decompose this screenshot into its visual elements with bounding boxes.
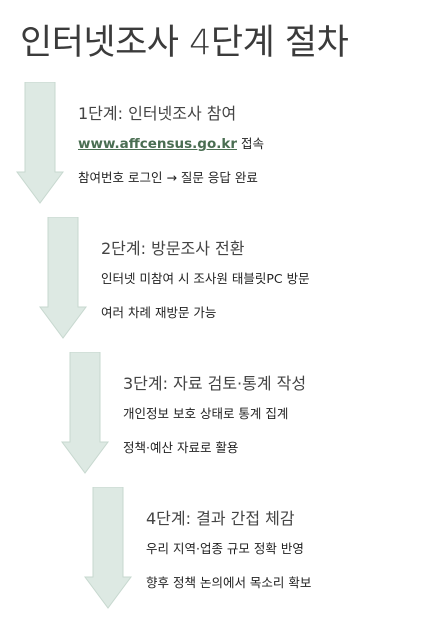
down-arrow-icon (16, 82, 64, 204)
step-1-line-1: www.affcensus.go.kr 접속 (78, 133, 264, 152)
step-4-heading: 4단계: 결과 간접 체감 (146, 509, 295, 528)
page-title: 인터넷조사 4단계 절차 (20, 23, 349, 63)
step-1-line-2: 참여번호 로그인 → 질문 응답 완료 (78, 170, 258, 185)
step-2-heading: 2단계: 방문조사 전환 (101, 239, 245, 258)
step-1-heading: 1단계: 인터넷조사 참여 (78, 104, 237, 123)
step-3-heading: 3단계: 자료 검토·통계 작성 (123, 374, 307, 393)
down-arrow-icon (84, 487, 132, 609)
census-website-link[interactable]: www.affcensus.go.kr (78, 136, 238, 152)
down-arrow-icon (39, 217, 87, 339)
step-2-line-2: 여러 차례 재방문 가능 (101, 305, 217, 320)
step-4-line-1: 우리 지역·업종 규모 정확 반영 (146, 541, 304, 556)
down-arrow-icon (61, 352, 109, 474)
step-2-line-1: 인터넷 미참여 시 조사원 태블릿PC 방문 (101, 271, 310, 286)
step-1-line-1-suffix: 접속 (237, 136, 264, 151)
step-3-line-1: 개인정보 보호 상태로 통계 집계 (123, 406, 289, 421)
step-4-line-2: 향후 정책 논의에서 목소리 확보 (146, 575, 312, 590)
step-3-line-2: 정책·예산 자료로 활용 (123, 440, 239, 455)
